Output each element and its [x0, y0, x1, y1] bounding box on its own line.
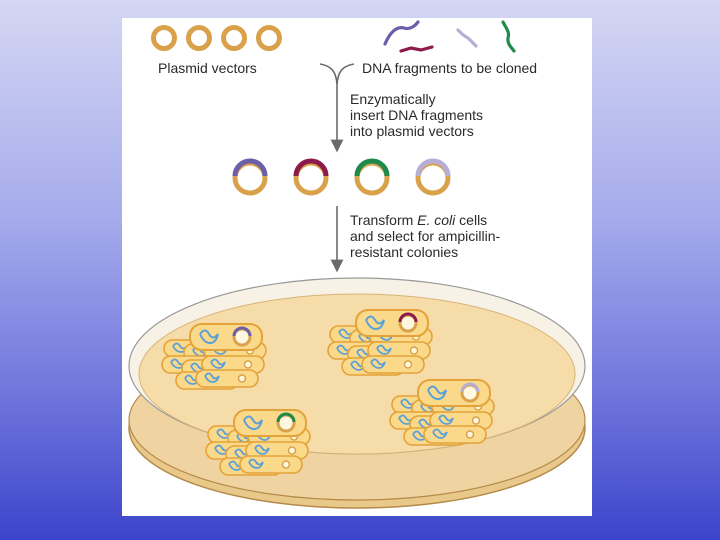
insert-blue: [232, 158, 268, 177]
plasmid-in-cell: [281, 460, 291, 469]
colony-bottom-right: [389, 379, 495, 446]
chromosome-icon: [432, 428, 448, 439]
bacterial-cell: [429, 411, 493, 430]
colonies: [161, 309, 495, 476]
dna-fragment-maroon: [399, 45, 434, 53]
chromosome-icon: [248, 458, 264, 469]
colony-bottom-left: [205, 409, 311, 476]
dna-fragments-label: DNA fragments to be cloned: [362, 60, 538, 76]
colony-top-right: [327, 309, 433, 376]
step1-label: Enzymatically insert DNA fragments into …: [350, 91, 484, 139]
chromosome-icon: [376, 344, 392, 355]
insert-segment: [460, 382, 480, 393]
colony-top-left: [161, 323, 267, 390]
plasmid-in-cell: [471, 416, 481, 425]
dna-fragment-green: [501, 20, 516, 53]
plasmid-vector: [221, 25, 247, 51]
insert-segment: [398, 312, 418, 323]
insert-maroon: [293, 158, 329, 177]
chromosome-icon: [427, 385, 447, 401]
recombinant-plasmids: [232, 158, 451, 196]
insert-green: [354, 158, 390, 177]
step2-label: Transform E. coli cells and select for a…: [350, 212, 500, 260]
step2-prefix: Transform: [350, 212, 418, 228]
plasmid-vectors-label: Plasmid vectors: [158, 60, 257, 76]
bacterial-cell-front: [233, 409, 307, 437]
process-arrows: [319, 63, 355, 273]
plasmid-vectors-row: [151, 25, 282, 51]
chromosome-icon: [204, 372, 220, 383]
bacterial-cell-front: [417, 379, 491, 407]
insert-lavender: [415, 158, 451, 177]
bacterial-cell: [239, 455, 303, 474]
dna-fragments: [383, 20, 516, 53]
bacterial-cell: [361, 355, 425, 374]
insert-segment: [276, 412, 296, 423]
merge-arrow-right: [336, 63, 355, 85]
plasmid-vector: [186, 25, 212, 51]
bacterial-cell: [367, 341, 431, 360]
chromosome-icon: [365, 315, 385, 331]
petri-dish: [128, 277, 586, 509]
plasmid-vector: [256, 25, 282, 51]
step2-italic: E. coli: [417, 212, 456, 228]
cloning-figure: Plasmid vectors DNA fragments to be clon…: [122, 18, 592, 516]
chromosome-icon: [254, 444, 270, 455]
bacterial-cell-front: [355, 309, 429, 337]
plasmid-in-cell: [287, 446, 297, 455]
chromosome-icon: [199, 329, 219, 345]
plasmid-in-cell: [409, 346, 419, 355]
plasmid-in-cell: [243, 360, 253, 369]
dna-fragment-lavender: [456, 28, 478, 48]
bacterial-cell: [195, 369, 259, 388]
chromosome-icon: [438, 414, 454, 425]
chromosome-icon: [370, 358, 386, 369]
plasmid-in-cell: [403, 360, 413, 369]
dna-fragment-blue: [383, 20, 420, 46]
plasmid-vector: [151, 25, 177, 51]
plasmid-in-cell: [465, 430, 475, 439]
bacterial-cell-front: [189, 323, 263, 351]
bacterial-cell: [423, 425, 487, 444]
cloning-diagram: [128, 20, 586, 509]
chromosome-icon: [210, 358, 226, 369]
merge-arrow-left: [319, 63, 338, 85]
insert-segment: [232, 326, 252, 337]
chromosome-icon: [243, 415, 263, 431]
plasmid-in-cell: [237, 374, 247, 383]
step2-rest: cells and select for ampicillin- resista…: [350, 212, 501, 260]
